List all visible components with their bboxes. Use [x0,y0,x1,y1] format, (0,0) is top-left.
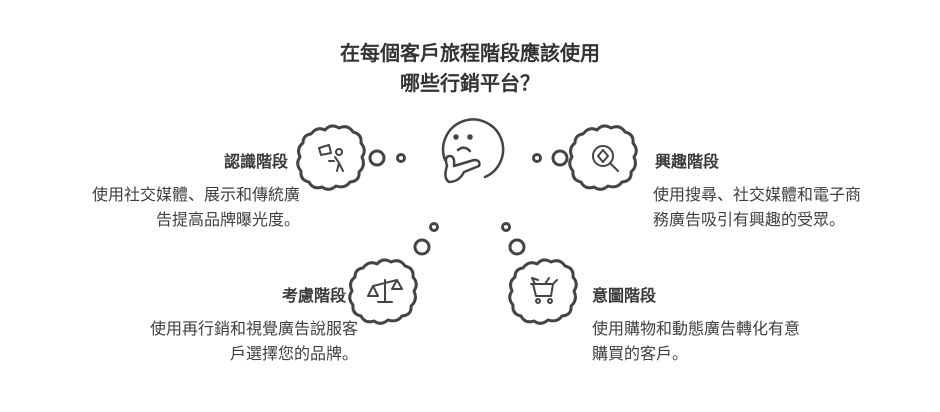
stage-heading-consideration: 考慮階段 [281,286,346,305]
thought-bubble [368,149,386,167]
balance-scale-icon [367,279,403,303]
stage-heading-interest: 興趣階段 [655,152,720,171]
megaphone-person-icon [318,144,344,172]
cloud-awareness [296,124,366,191]
thought-bubble [413,238,431,256]
stage-heading-awareness: 認識階段 [223,152,288,171]
magnifier-diamond-icon [592,145,619,172]
cloud-interest [568,124,638,191]
description-line: 告提高品牌曝光度。 [155,210,300,229]
stage-description-consideration: 使用再行銷和視覺廣告說服客 戶選擇您的品牌。 [150,316,358,366]
diagram-title: 在每個客戶旅程階段應該使用 哪些行銷平台？ [0,38,940,98]
thought-bubble [501,222,511,232]
thought-bubble [551,149,569,167]
thought-bubble [396,153,406,163]
description-line: 使用搜尋、社交媒體和電子商 [653,185,862,204]
thought-bubble [429,222,439,232]
thought-bubble [508,238,526,256]
thinking-face-icon [441,118,505,184]
shopping-cart-icon [530,277,558,304]
thought-bubble [532,153,542,163]
title-line-1: 在每個客戶旅程階段應該使用 [340,41,600,65]
stage-description-interest: 使用搜尋、社交媒體和電子商 務廣告吸引有興趣的受眾。 [653,182,861,232]
description-line: 務廣告吸引有興趣的受眾。 [653,210,846,229]
cloud-consideration [348,258,418,325]
stage-description-intent: 使用購物和動態廣告轉化有意 購買的客戶。 [592,316,800,366]
description-line: 使用購物和動態廣告轉化有意 [592,319,801,338]
description-line: 使用社交媒體、展示和傳統廣 [91,185,300,204]
description-line: 使用再行銷和視覺廣告說服客 [149,319,358,338]
title-line-2: 哪些行銷平台？ [400,71,540,95]
stage-description-awareness: 使用社交媒體、展示和傳統廣 告提高品牌曝光度。 [92,182,300,232]
description-line: 購買的客戶。 [592,344,689,363]
cloud-intent [508,258,578,325]
stage-heading-intent: 意圖階段 [592,286,657,305]
description-line: 戶選擇您的品牌。 [229,344,358,363]
